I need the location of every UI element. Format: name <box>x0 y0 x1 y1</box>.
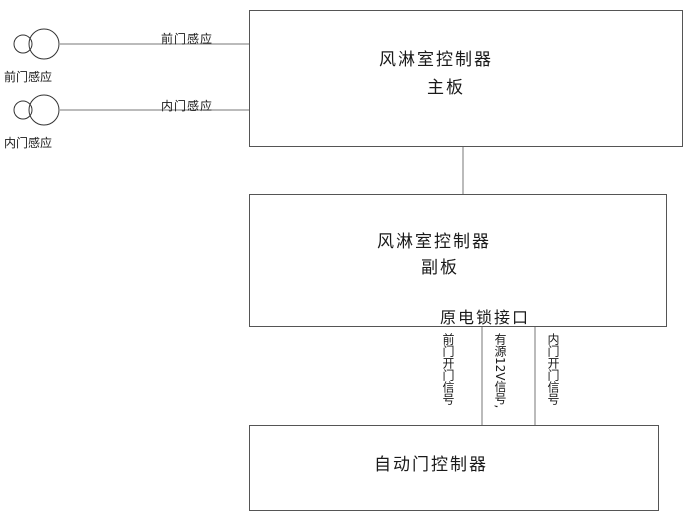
sub-board-title: 风淋室控制器 <box>377 232 491 252</box>
dual-circle-sensor-icon <box>13 28 60 60</box>
front-door-open-signal-label: 前门开门信号 <box>441 333 455 405</box>
inner-door-sensor <box>6 94 62 126</box>
inner-door-sensor-label: 内门感应 <box>4 136 53 150</box>
inner-door-wire-label: 内门感应 <box>161 99 214 113</box>
auto-door-controller-label: 自动门控制器 <box>374 455 488 475</box>
main-board-subtitle: 主板 <box>427 78 465 98</box>
front-door-sensor-label: 前门感应 <box>4 70 53 84</box>
front-door-wire-label: 前门感应 <box>161 32 214 46</box>
dual-circle-sensor-icon <box>13 94 60 126</box>
main-board-box: 风淋室控制器 主板 <box>249 10 683 147</box>
sub-board-box: 风淋室控制器 副板 原电锁接口 <box>249 194 667 327</box>
inner-door-open-signal-label: 内门开门信号 <box>546 333 560 405</box>
sub-board-subtitle: 副板 <box>421 258 459 278</box>
lock-port-label: 原电锁接口 <box>440 308 531 327</box>
front-door-sensor <box>6 28 62 60</box>
12v-signal-label: 有源12V信号, <box>493 333 507 409</box>
main-board-title: 风淋室控制器 <box>379 50 493 70</box>
auto-door-controller-box: 自动门控制器 <box>249 425 659 511</box>
